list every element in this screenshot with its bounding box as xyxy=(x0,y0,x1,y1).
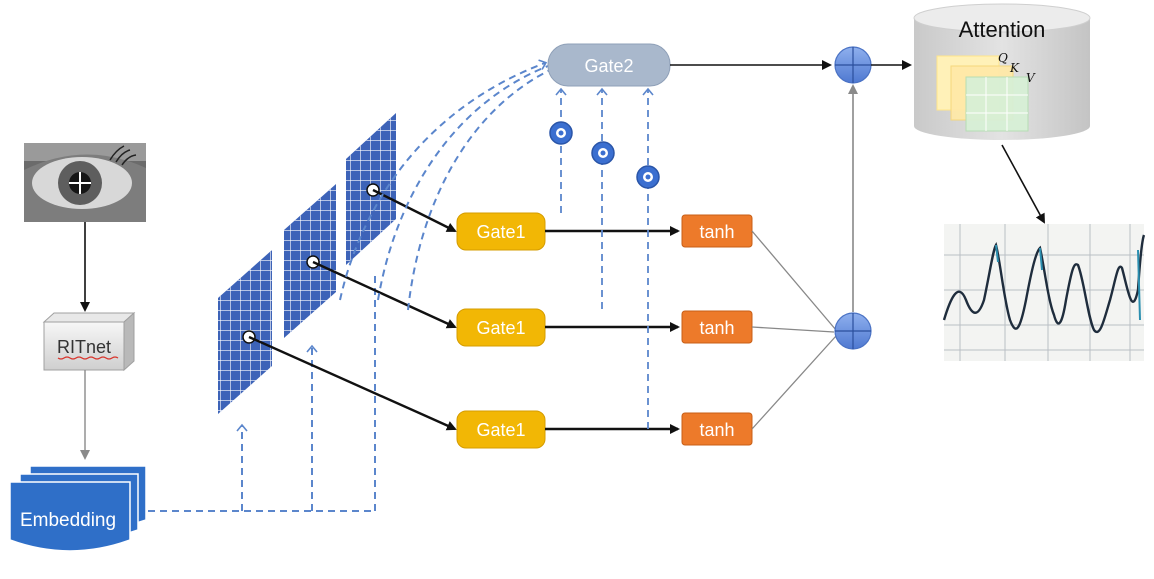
dashed-to-gate2 xyxy=(555,87,654,429)
embedding-label: Embedding xyxy=(20,510,116,531)
gate1-top-label: Gate1 xyxy=(476,222,525,242)
ritnet-label: RITnet xyxy=(57,337,111,357)
gate1-bottom: Gate1 xyxy=(456,410,546,449)
circle-dot-icon xyxy=(549,121,573,145)
embedding-stack: Embedding xyxy=(9,465,147,552)
attention-cylinder: Attention Q K V xyxy=(913,3,1091,140)
ritnet-block: RITnet xyxy=(42,311,136,372)
circle-dot-icon xyxy=(591,141,615,165)
gate1-middle-label: Gate1 xyxy=(476,318,525,338)
attention-v-label: V xyxy=(1026,71,1036,85)
gate2-label: Gate2 xyxy=(584,56,633,76)
plus-circle-icon xyxy=(834,46,872,84)
tanh-middle-label: tanh xyxy=(699,318,734,338)
tanh-bottom: tanh xyxy=(681,412,753,446)
attention-label: Attention xyxy=(959,17,1046,42)
gate1-to-tanh-arrows xyxy=(545,226,680,434)
waveform-plot xyxy=(942,224,1146,361)
gate1-bottom-label: Gate1 xyxy=(476,420,525,440)
tanh-top-label: tanh xyxy=(699,222,734,242)
plus-circle-icon xyxy=(834,312,872,350)
embedding-dashed-bus xyxy=(148,271,376,512)
gate2-node: Gate2 xyxy=(547,43,671,87)
attention-q-label: Q xyxy=(998,51,1008,65)
circle-dot-icon xyxy=(636,165,660,189)
attention-k-label: K xyxy=(1009,61,1020,75)
panel-to-gate1-arrows xyxy=(248,188,457,431)
tanh-bottom-label: tanh xyxy=(699,420,734,440)
tanh-middle: tanh xyxy=(681,310,753,344)
tanh-top: tanh xyxy=(681,214,753,248)
eye-image xyxy=(24,143,146,222)
dashed-curves-to-gate2 xyxy=(339,59,551,311)
tanh-to-adder-lines xyxy=(751,230,837,430)
feature-panel-middle xyxy=(284,184,336,338)
feature-panel-top xyxy=(346,113,396,265)
gate1-middle: Gate1 xyxy=(456,308,546,347)
feature-panel-bottom xyxy=(218,250,272,414)
gate1-top: Gate1 xyxy=(456,212,546,251)
